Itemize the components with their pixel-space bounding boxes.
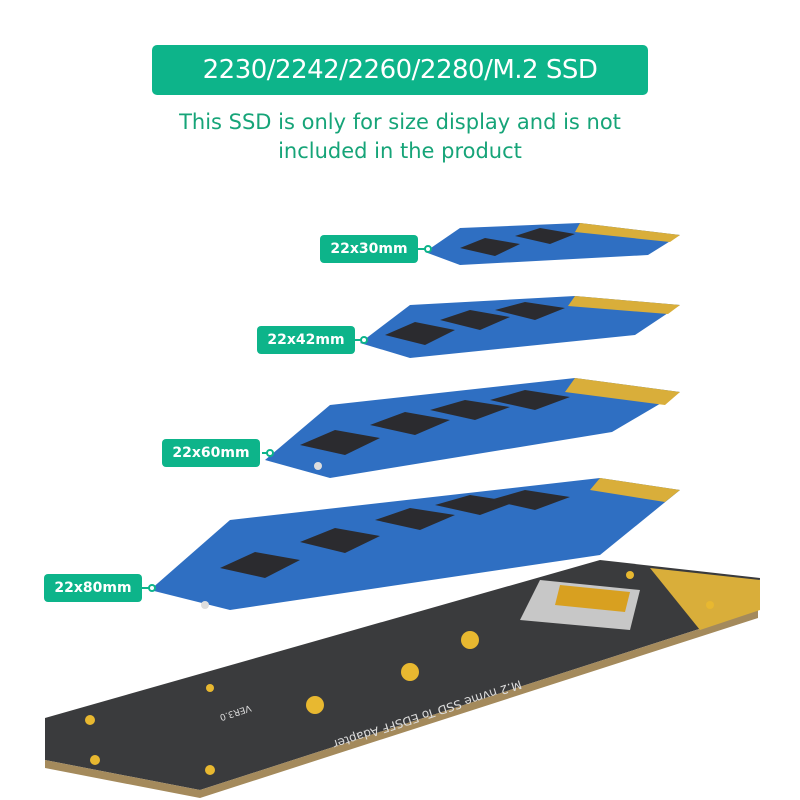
adapter-board: M.2 nvme SSD To EDSFF Adapter VER3.0 — [45, 560, 760, 798]
size-label-2242: 22x42mm — [257, 326, 355, 354]
size-label-2260: 22x60mm — [162, 439, 260, 467]
disclaimer-line-1: This SSD is only for size display and is… — [179, 110, 621, 134]
leader-markers — [142, 245, 432, 592]
size-label-2230: 22x30mm — [320, 235, 418, 263]
ssd-2242 — [360, 296, 680, 358]
title-banner: 2230/2242/2260/2280/M.2 SSD — [152, 45, 648, 95]
ssd-2230 — [425, 223, 680, 265]
ssd-2260 — [265, 378, 680, 478]
title-text: 2230/2242/2260/2280/M.2 SSD — [202, 55, 598, 85]
ssd-2280 — [150, 478, 680, 610]
size-label-2280: 22x80mm — [44, 574, 142, 602]
disclaimer-line-2: included in the product — [278, 139, 522, 163]
disclaimer-text: This SSD is only for size display and is… — [100, 108, 700, 166]
